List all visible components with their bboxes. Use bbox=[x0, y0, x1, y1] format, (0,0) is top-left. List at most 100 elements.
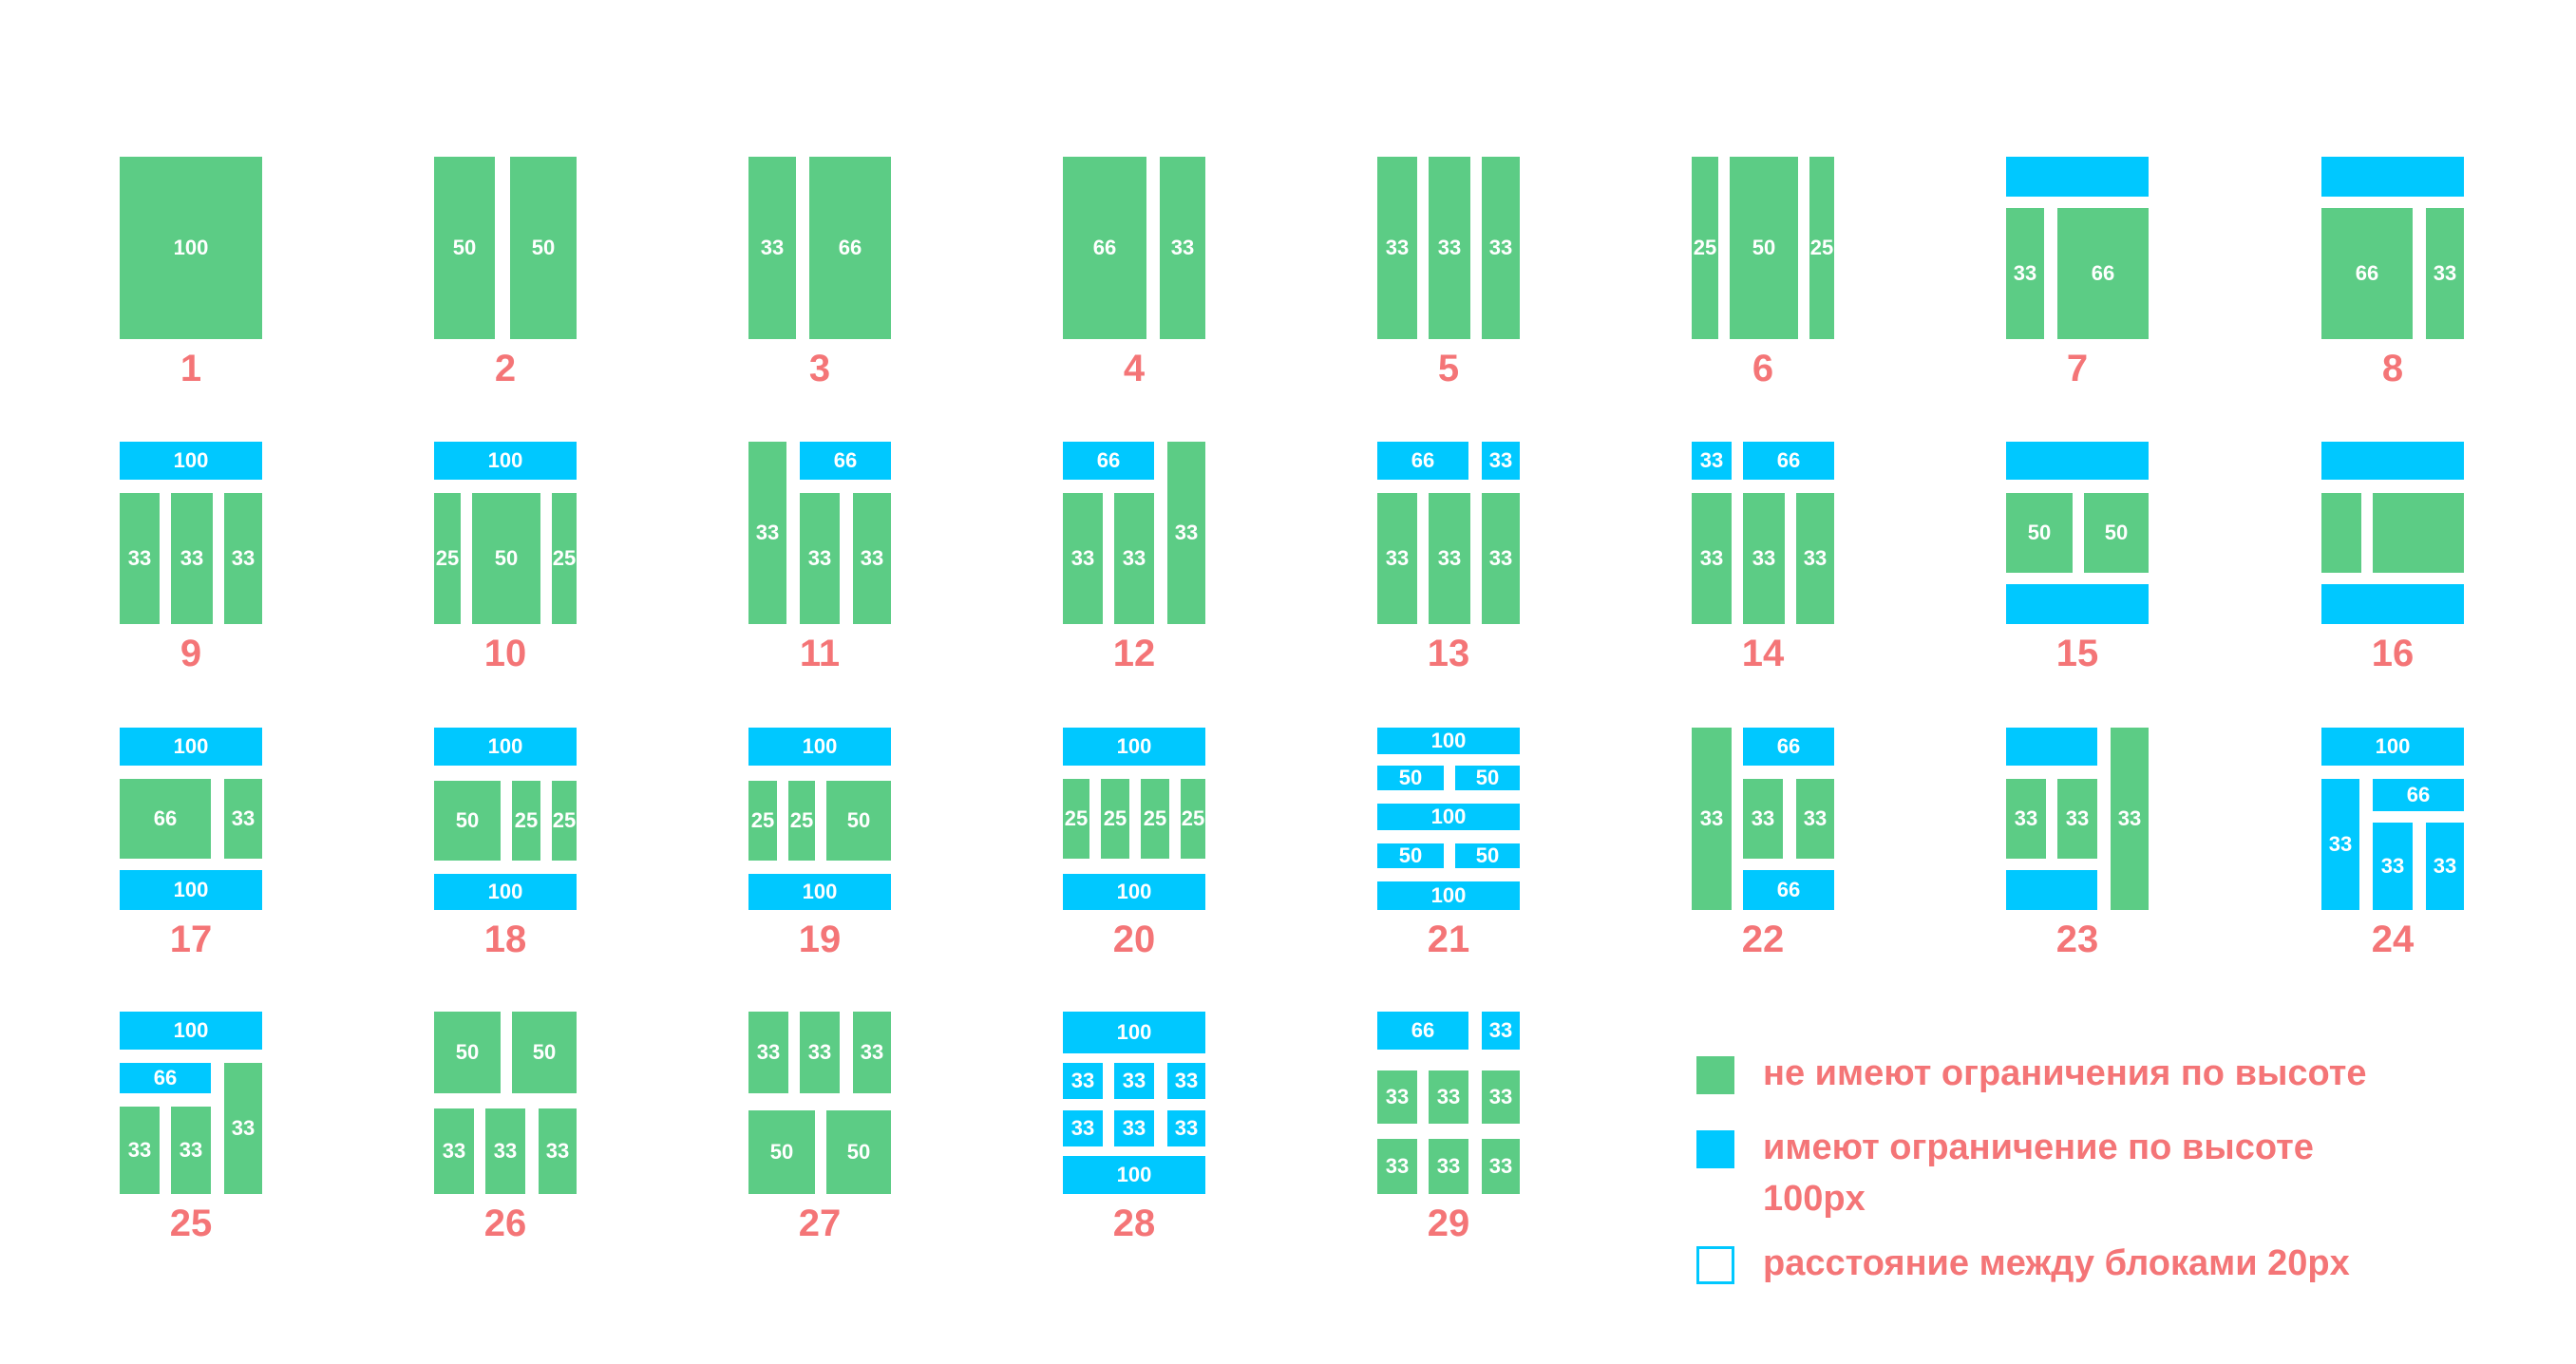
layout-number: 15 bbox=[2055, 633, 2099, 674]
layout-number: 9 bbox=[180, 633, 202, 674]
flexible-block: 25 bbox=[1692, 157, 1718, 339]
flexible-block: 33 bbox=[748, 157, 796, 339]
flexible-block: 66 bbox=[2057, 208, 2149, 339]
flexible-block: 33 bbox=[224, 779, 262, 859]
legend-blue-text: имеют ограничение по высоте bbox=[1763, 1127, 2314, 1167]
flexible-block: 33 bbox=[485, 1108, 525, 1194]
fixed-height-block: 100 bbox=[748, 728, 891, 766]
flexible-block bbox=[2321, 493, 2361, 573]
flexible-block: 33 bbox=[1377, 157, 1417, 339]
fixed-height-block: 50 bbox=[1455, 766, 1520, 790]
fixed-height-block: 100 bbox=[1063, 1012, 1205, 1053]
flexible-block: 33 bbox=[1482, 1139, 1520, 1194]
fixed-height-block: 33 bbox=[1114, 1063, 1154, 1099]
fixed-height-block bbox=[2321, 442, 2464, 480]
fixed-height-block bbox=[2321, 584, 2464, 624]
flexible-block: 100 bbox=[120, 157, 262, 339]
flexible-block: 33 bbox=[2006, 208, 2044, 339]
flexible-block: 25 bbox=[1101, 779, 1129, 859]
fixed-height-block: 33 bbox=[2321, 779, 2359, 910]
flexible-block: 33 bbox=[1377, 493, 1417, 624]
fixed-height-block: 100 bbox=[434, 728, 577, 766]
legend-green-swatch bbox=[1696, 1056, 1734, 1094]
fixed-height-block: 66 bbox=[120, 1063, 211, 1093]
flexible-block: 25 bbox=[552, 493, 577, 624]
flexible-block: 66 bbox=[809, 157, 891, 339]
legend-gap-text: расстояние между блоками 20px bbox=[1763, 1243, 2350, 1283]
flexible-block: 33 bbox=[2426, 208, 2464, 339]
flexible-block: 66 bbox=[120, 779, 211, 859]
fixed-height-block: 100 bbox=[1063, 728, 1205, 766]
fixed-height-block: 33 bbox=[1167, 1110, 1205, 1146]
fixed-height-block: 50 bbox=[1455, 843, 1520, 868]
fixed-height-block bbox=[2006, 584, 2149, 624]
fixed-height-block: 33 bbox=[1114, 1110, 1154, 1146]
fixed-height-block bbox=[2321, 157, 2464, 197]
fixed-height-block: 66 bbox=[1377, 1012, 1468, 1050]
flexible-block: 33 bbox=[171, 1107, 211, 1194]
flexible-block: 50 bbox=[748, 1110, 815, 1194]
flexible-block: 50 bbox=[826, 781, 891, 861]
fixed-height-block: 50 bbox=[1377, 843, 1444, 868]
flexible-block: 33 bbox=[120, 493, 160, 624]
flexible-block: 33 bbox=[1429, 1139, 1468, 1194]
flexible-block: 50 bbox=[472, 493, 540, 624]
flexible-block: 33 bbox=[1377, 1139, 1417, 1194]
flexible-block: 25 bbox=[552, 781, 577, 861]
layout-number: 10 bbox=[483, 633, 527, 674]
flexible-block: 33 bbox=[853, 493, 891, 624]
flexible-block: 25 bbox=[1141, 779, 1169, 859]
flexible-block: 50 bbox=[2006, 493, 2073, 573]
fixed-height-block: 33 bbox=[2373, 823, 2413, 910]
fixed-height-block: 100 bbox=[434, 442, 577, 480]
flexible-block: 50 bbox=[434, 157, 495, 339]
flexible-block: 33 bbox=[1429, 493, 1470, 624]
flexible-block: 33 bbox=[539, 1108, 577, 1194]
fixed-height-block: 50 bbox=[1377, 766, 1444, 790]
flexible-block: 50 bbox=[510, 157, 577, 339]
flexible-block: 50 bbox=[2084, 493, 2149, 573]
flexible-block: 33 bbox=[2111, 728, 2149, 910]
flexible-block: 50 bbox=[434, 781, 501, 861]
layout-number: 23 bbox=[2055, 919, 2099, 960]
fixed-height-block bbox=[2006, 157, 2149, 197]
flexible-block: 33 bbox=[853, 1012, 891, 1093]
flexible-block: 33 bbox=[1114, 493, 1154, 624]
fixed-height-block: 33 bbox=[1482, 1012, 1520, 1050]
flexible-block: 33 bbox=[171, 493, 213, 624]
fixed-height-block: 33 bbox=[1063, 1110, 1103, 1146]
layout-number: 13 bbox=[1427, 633, 1470, 674]
fixed-height-block: 66 bbox=[2373, 779, 2464, 811]
fixed-height-block bbox=[2006, 728, 2097, 766]
fixed-height-block: 100 bbox=[434, 874, 577, 910]
flexible-block: 33 bbox=[1482, 1070, 1520, 1124]
layout-number: 24 bbox=[2371, 919, 2415, 960]
fixed-height-block: 100 bbox=[120, 442, 262, 480]
flexible-block: 33 bbox=[1743, 493, 1785, 624]
fixed-height-block: 66 bbox=[1743, 442, 1834, 480]
flexible-block: 50 bbox=[434, 1012, 501, 1093]
flexible-block: 33 bbox=[1743, 779, 1783, 859]
flexible-block: 25 bbox=[512, 781, 540, 861]
fixed-height-block: 66 bbox=[1063, 442, 1154, 480]
layout-number: 7 bbox=[2066, 348, 2089, 389]
layout-number: 2 bbox=[494, 348, 517, 389]
layout-number: 1 bbox=[180, 348, 202, 389]
flexible-block: 33 bbox=[1796, 493, 1834, 624]
flexible-block: 50 bbox=[826, 1110, 891, 1194]
layout-number: 21 bbox=[1427, 919, 1470, 960]
fixed-height-block: 100 bbox=[1377, 881, 1520, 910]
flexible-block: 50 bbox=[1730, 157, 1798, 339]
layout-number: 12 bbox=[1112, 633, 1156, 674]
layout-number: 16 bbox=[2371, 633, 2415, 674]
layout-number: 5 bbox=[1437, 348, 1460, 389]
legend-green-text: не имеют ограничения по высоте bbox=[1763, 1053, 2367, 1093]
fixed-height-block: 33 bbox=[1063, 1063, 1103, 1099]
flexible-block: 33 bbox=[1429, 1070, 1468, 1124]
layout-number: 6 bbox=[1752, 348, 1774, 389]
flexible-block: 25 bbox=[1181, 779, 1205, 859]
flexible-block: 33 bbox=[1167, 442, 1205, 624]
layout-number: 22 bbox=[1741, 919, 1785, 960]
layout-number: 11 bbox=[799, 633, 841, 674]
fixed-height-block: 100 bbox=[120, 728, 262, 766]
